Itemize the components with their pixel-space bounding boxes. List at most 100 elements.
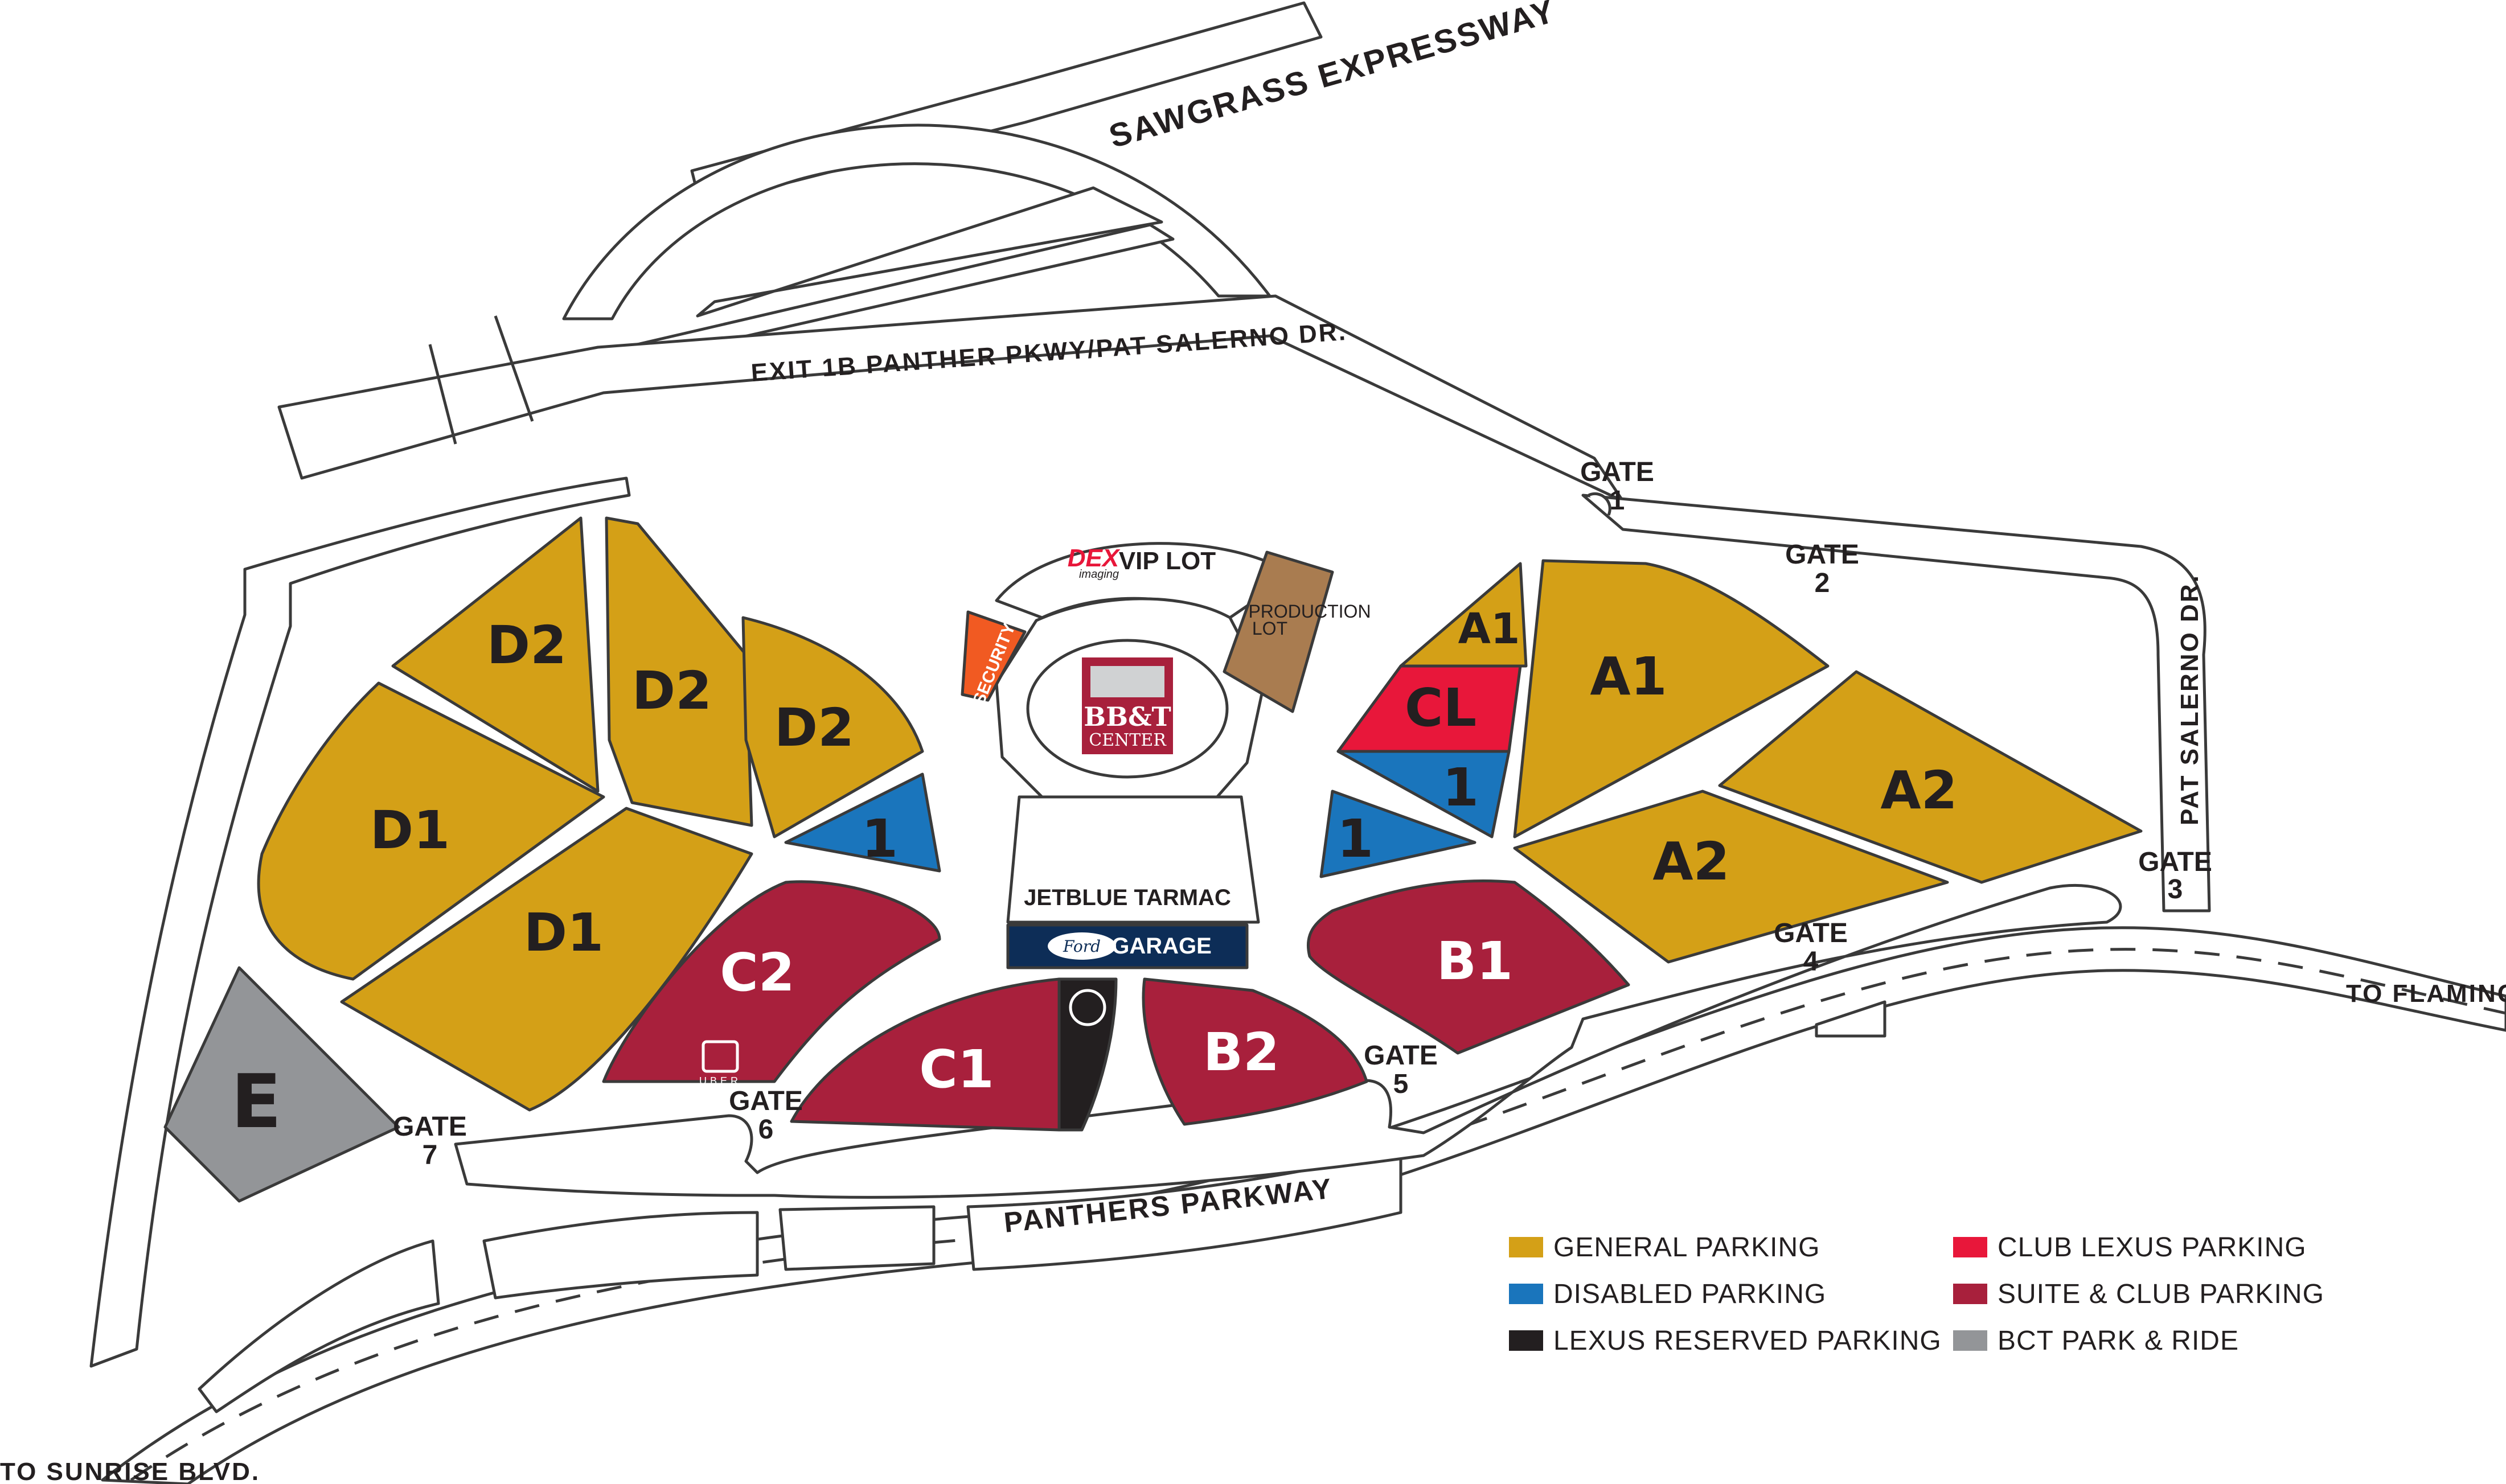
lot-a1	[1513, 559, 1830, 838]
lot-a2-west	[1513, 790, 1949, 964]
legend-disabled: DISABLED PARKING	[1509, 1271, 1953, 1317]
lot-label-c2: C2	[720, 942, 795, 1003]
gate-4-number: 4	[1803, 947, 1819, 977]
lot-label-d2-b: D2	[632, 660, 712, 721]
legend-park-ride: BCT PARK & RIDE	[1953, 1317, 2397, 1364]
arena-logo-icon	[1090, 666, 1164, 697]
lot-label-d1-b: D1	[524, 902, 604, 963]
tarmac-label: JETBLUE TARMAC	[1024, 885, 1231, 910]
lot-label-disabled-east-a: 1	[1337, 808, 1373, 869]
lot-disabled-east-a	[1319, 790, 1476, 878]
lot-label-a1-small: A1	[1458, 605, 1520, 653]
south-parcel-3	[778, 1205, 936, 1271]
gate-1-label: GATE	[1580, 457, 1654, 487]
lot-d2-c	[741, 616, 924, 838]
lot-label-cl: CL	[1405, 677, 1476, 738]
production-lot	[1223, 550, 1334, 713]
legend-suite-club: SUITE & CLUB PARKING	[1953, 1271, 2397, 1317]
east-parcel	[1815, 1000, 1886, 1038]
uber-label: UBER	[699, 1075, 741, 1087]
legend-swatch	[1953, 1284, 1987, 1304]
legend-general: GENERAL PARKING	[1509, 1224, 1953, 1271]
vip-brand-sub: imaging	[1079, 568, 1119, 581]
legend-swatch	[1953, 1330, 1987, 1351]
legend-label: BCT PARK & RIDE	[1998, 1325, 2239, 1356]
gate-3-number: 3	[2168, 874, 2183, 905]
lot-c1	[790, 977, 1061, 1132]
lexus-logo-icon	[1069, 989, 1106, 1026]
gate-5-number: 5	[1393, 1069, 1409, 1099]
vip-lot-label: VIP LOT	[1119, 547, 1216, 575]
lot-label-a2-west: A2	[1652, 831, 1729, 892]
map-legend: GENERAL PARKING CLUB LEXUS PARKING DISAB…	[1509, 1224, 2420, 1364]
legend-label: LEXUS RESERVED PARKING	[1553, 1325, 1942, 1356]
legend-label: SUITE & CLUB PARKING	[1998, 1279, 2324, 1309]
label-to-flamingo: TO FLAMINGO	[2346, 980, 2506, 1008]
gate-7-number: 7	[423, 1140, 438, 1170]
lot-a1-small	[1399, 562, 1528, 668]
west-perimeter-road	[89, 476, 631, 1368]
legend-label: DISABLED PARKING	[1553, 1279, 1827, 1309]
south-parcel-2	[482, 1211, 759, 1300]
tarmac-base	[1006, 795, 1260, 924]
gate-2-label: GATE	[1785, 540, 1859, 570]
lot-disabled-west	[784, 772, 941, 873]
legend-swatch	[1509, 1330, 1543, 1351]
production-lot-label-2: LOT	[1252, 618, 1287, 639]
gate-7-label: GATE	[393, 1112, 467, 1142]
uber-icon	[702, 1040, 739, 1073]
lot-b2	[1142, 977, 1368, 1126]
gate-6-number: 6	[758, 1115, 774, 1145]
lot-label-a1: A1	[1590, 646, 1667, 707]
gate-1-number: 1	[1610, 486, 1625, 516]
garage-label: GARAGE	[1112, 934, 1212, 959]
lot-label-disabled-west: 1	[862, 808, 898, 869]
lot-label-b1: B1	[1437, 931, 1513, 992]
legend-swatch	[1509, 1237, 1543, 1257]
legend-row: DISABLED PARKING SUITE & CLUB PARKING	[1509, 1271, 2420, 1317]
vip-brand: DEX	[1068, 544, 1121, 572]
south-parcel-1	[198, 1239, 440, 1413]
lot-d2-b	[605, 516, 753, 827]
ford-brand: Ford	[1063, 937, 1101, 956]
lot-d1-b	[340, 807, 753, 1112]
lot-d1-a	[257, 681, 605, 981]
label-pat-salerno: PAT SALERNO DR.	[2176, 574, 2204, 825]
lot-label-e: E	[231, 1058, 282, 1145]
lot-label-disabled-east-b: 1	[1442, 757, 1479, 818]
exit-ramp-upper	[696, 186, 1163, 318]
lot-e	[163, 966, 400, 1203]
south-parcel-4	[966, 1148, 1402, 1271]
legend-label: CLUB LEXUS PARKING	[1998, 1232, 2307, 1263]
security-lot	[961, 610, 1027, 702]
label-to-sunrise: TO SUNRISE BLVD.	[0, 1458, 260, 1484]
lot-label-d1-a: D1	[370, 800, 450, 861]
ford-garage	[1006, 923, 1249, 969]
lot-label-d2-c: D2	[774, 697, 854, 758]
gate-markers	[1588, 492, 1611, 516]
lot-label-d2-a: D2	[487, 615, 567, 676]
lot-c2	[602, 880, 941, 1083]
ford-oval-icon	[1048, 932, 1116, 960]
gate-2-number: 2	[1815, 568, 1830, 598]
lot-d2-a	[391, 516, 600, 793]
gate-4-label: GATE	[1774, 918, 1848, 948]
lot-lexus-reserved	[1057, 977, 1118, 1132]
lot-label-a2-east: A2	[1880, 760, 1957, 821]
gate-3-label: GATE	[2138, 847, 2212, 877]
legend-row: GENERAL PARKING CLUB LEXUS PARKING	[1509, 1224, 2420, 1271]
exit-1b-road	[277, 294, 1625, 503]
lot-a2-east	[1718, 670, 2143, 884]
road-network	[89, 1, 2506, 1484]
legend-swatch	[1509, 1284, 1543, 1304]
legend-label: GENERAL PARKING	[1553, 1232, 1820, 1263]
parking-lots	[163, 516, 2143, 1203]
legend-lexus-reserved: LEXUS RESERVED PARKING	[1509, 1317, 1953, 1364]
legend-club-lexus: CLUB LEXUS PARKING	[1953, 1224, 2397, 1271]
gate-6-label: GATE	[729, 1086, 803, 1116]
lot-b1	[1306, 879, 1630, 1055]
lot-label-c1: C1	[919, 1039, 994, 1100]
legend-swatch	[1953, 1237, 1987, 1257]
arena-name-1: BB&T	[1084, 701, 1171, 732]
